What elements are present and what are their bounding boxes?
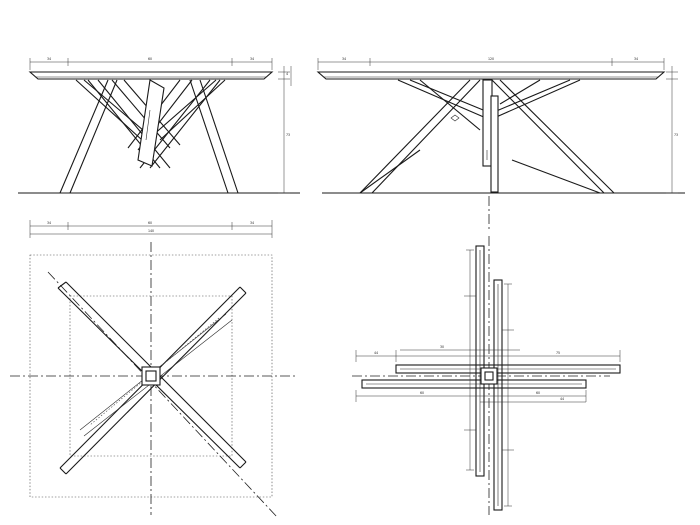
plan-center-block [141,366,161,386]
side-top-dimension: 34 120 34 [317,57,665,70]
plan-top-dimension: 34 60 34 140 [29,220,273,238]
base-vertical-bars [475,245,503,511]
front-dim-height: 73 [286,133,290,137]
side-dim-height: 73 [674,133,678,137]
base-center-block [480,367,498,385]
front-dim-mid: 60 [148,57,152,61]
front-dim-top-thickness: 4 [286,72,288,76]
base-plan-view: 44 30 75 60 60 44 [352,236,621,515]
plan-dim-mid: 60 [148,221,152,225]
plan-dim-right: 34 [250,221,254,225]
front-height-dimension: 4 73 [278,66,292,194]
front-top-dimension: 34 60 34 [29,57,273,70]
base-dim-4: 60 [420,391,424,395]
side-legs [359,79,615,194]
side-dim-right: 34 [634,57,638,61]
base-dim-2: 30 [440,345,444,349]
top-plan-view: 34 60 34 140 [10,220,295,519]
front-elevation-view: 34 60 34 4 73 [18,57,300,194]
side-dim-mid: 120 [488,57,494,61]
side-height-dimension: 73 [666,66,678,194]
plan-dim-left: 34 [47,221,51,225]
base-dimensions: 44 30 75 60 60 44 [355,249,621,507]
base-dim-1: 44 [374,351,378,355]
base-dim-5: 60 [536,391,540,395]
side-dim-left: 34 [342,57,346,61]
base-dim-6: 44 [560,397,564,401]
plan-dim-total: 140 [148,229,154,233]
front-dim-right: 34 [250,57,254,61]
base-dim-3: 75 [556,351,560,355]
front-dim-left: 34 [47,57,51,61]
front-center-post [137,79,165,167]
side-elevation-view: 34 120 34 73 [316,57,685,232]
